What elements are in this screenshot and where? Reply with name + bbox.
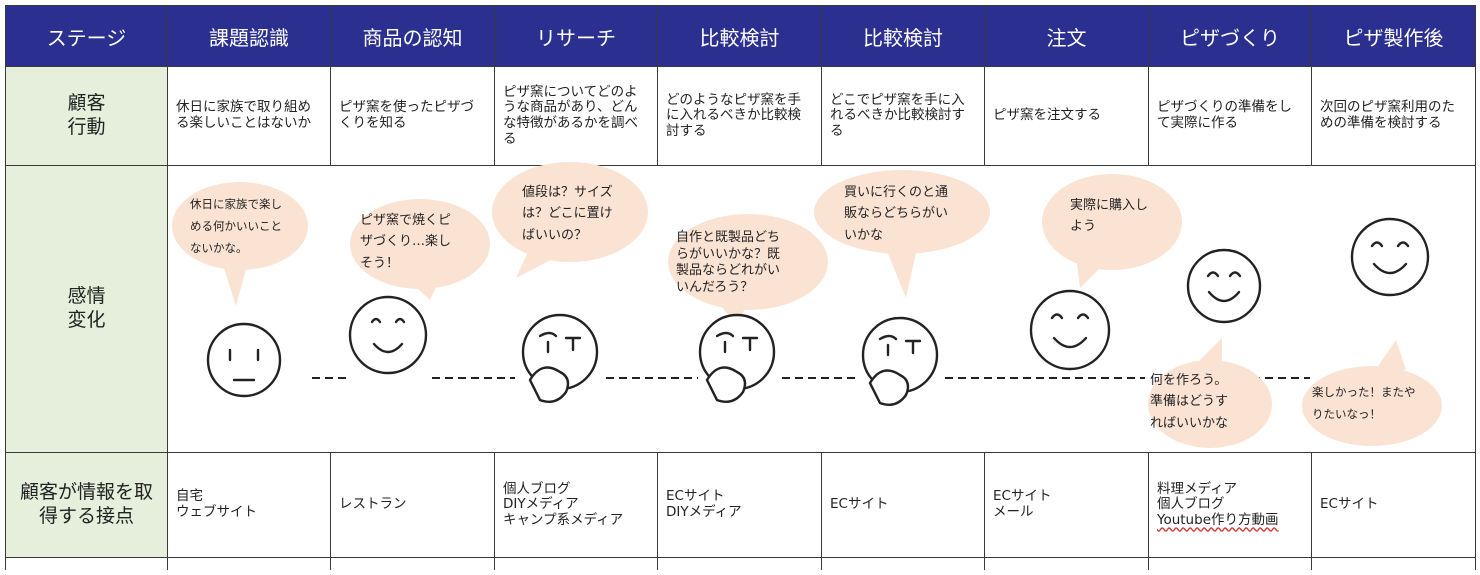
stage-header: 商品の認知 — [330, 5, 495, 67]
stage-header: 課題認識 — [167, 5, 331, 67]
action-cell: どのようなピザ窯を手 に入れるべきか比較検 討する — [657, 66, 822, 166]
touchpoint-cell: ECサイト — [821, 452, 985, 558]
touchpoint-row: 顧客が情報を取 得する接点 自宅 ウェブサイト レストラン 個人ブログ DIYメ… — [5, 452, 1476, 558]
touchpoint-cell: 自宅 ウェブサイト — [167, 452, 331, 558]
row-label-action: 顧客 行動 — [5, 66, 168, 166]
stage-header-label: ステージ — [5, 5, 168, 67]
bubble-text: 実際に購入し よう — [1070, 198, 1149, 235]
bubble-text: 買いに行くのと通 販ならどちらがい いかな — [844, 185, 949, 243]
touchpoint-cell: ECサイト メール — [984, 452, 1149, 558]
stage-header: 比較検討 — [657, 5, 822, 67]
bubble-text: ピザ窯で焼くピ ザづくり…楽し そう！ — [360, 213, 452, 271]
stage-header: 比較検討 — [821, 5, 985, 67]
stage-header: ピザ製作後 — [1311, 5, 1476, 67]
bubble-text: 何を作ろう。 準備はどうす ればいいかな — [1150, 373, 1229, 431]
action-cell: ピザ窯を使ったピザづ くりを知る — [330, 66, 495, 166]
row-label-emotion: 感情 変化 — [5, 165, 168, 453]
action-cell: 休日に家族で取り組め る楽しいことはないか — [167, 66, 331, 166]
emotion-canvas — [167, 165, 1476, 453]
touchpoint-cell: レストラン — [330, 452, 495, 558]
action-cell: ピザづくりの準備をし て実際に作る — [1148, 66, 1312, 166]
bubble-text: 楽しかった！またや りたいなっ！ — [1312, 385, 1416, 421]
bubble-text: 値段は？サイズ は？どこに置け ばいいの？ — [522, 185, 613, 243]
touchpoint-cell: ECサイト DIYメディア — [657, 452, 822, 558]
stage-header-row: ステージ 課題認識 商品の認知 リサーチ 比較検討 比較検討 注文 ピザづくり … — [5, 5, 1476, 67]
action-cell: ピザ窯を注文する — [984, 66, 1149, 166]
stage-header: 注文 — [984, 5, 1149, 67]
touchpoint-cell: ECサイト — [1311, 452, 1476, 558]
touchpoint-cell: 個人ブログ DIYメディア キャンプ系メディア — [494, 452, 658, 558]
stage-header: ピザづくり — [1148, 5, 1312, 67]
row-label-touchpoint: 顧客が情報を取 得する接点 — [5, 452, 168, 558]
action-cell: 次回のピザ窯利用のた めの準備を検討する — [1311, 66, 1476, 166]
bubble-text: 休日に家族で楽し める何かいいこと ないかな。 — [190, 197, 282, 255]
touchpoint-text: 料理メディア 個人ブログ — [1157, 480, 1238, 513]
action-cell: どこでピザ窯を手に入 れるべきか比較検討す る — [821, 66, 985, 166]
customer-action-row: 顧客 行動 休日に家族で取り組め る楽しいことはないか ピザ窯を使ったピザづ く… — [5, 66, 1476, 166]
stage-header: リサーチ — [494, 5, 658, 67]
bubble-text: 自作と既製品どち らがいいかな？既 製品ならどれがい いんだろう？ — [676, 230, 781, 295]
next-row-stub — [5, 557, 1476, 570]
touchpoint-youtube: Youtube作り方動画 — [1157, 511, 1279, 528]
touchpoint-cell: 料理メディア 個人ブログ Youtube作り方動画 — [1148, 452, 1312, 558]
action-cell: ピザ窯についてどのよ うな商品があり、どん な特徴があるかを調べ る — [494, 66, 658, 166]
